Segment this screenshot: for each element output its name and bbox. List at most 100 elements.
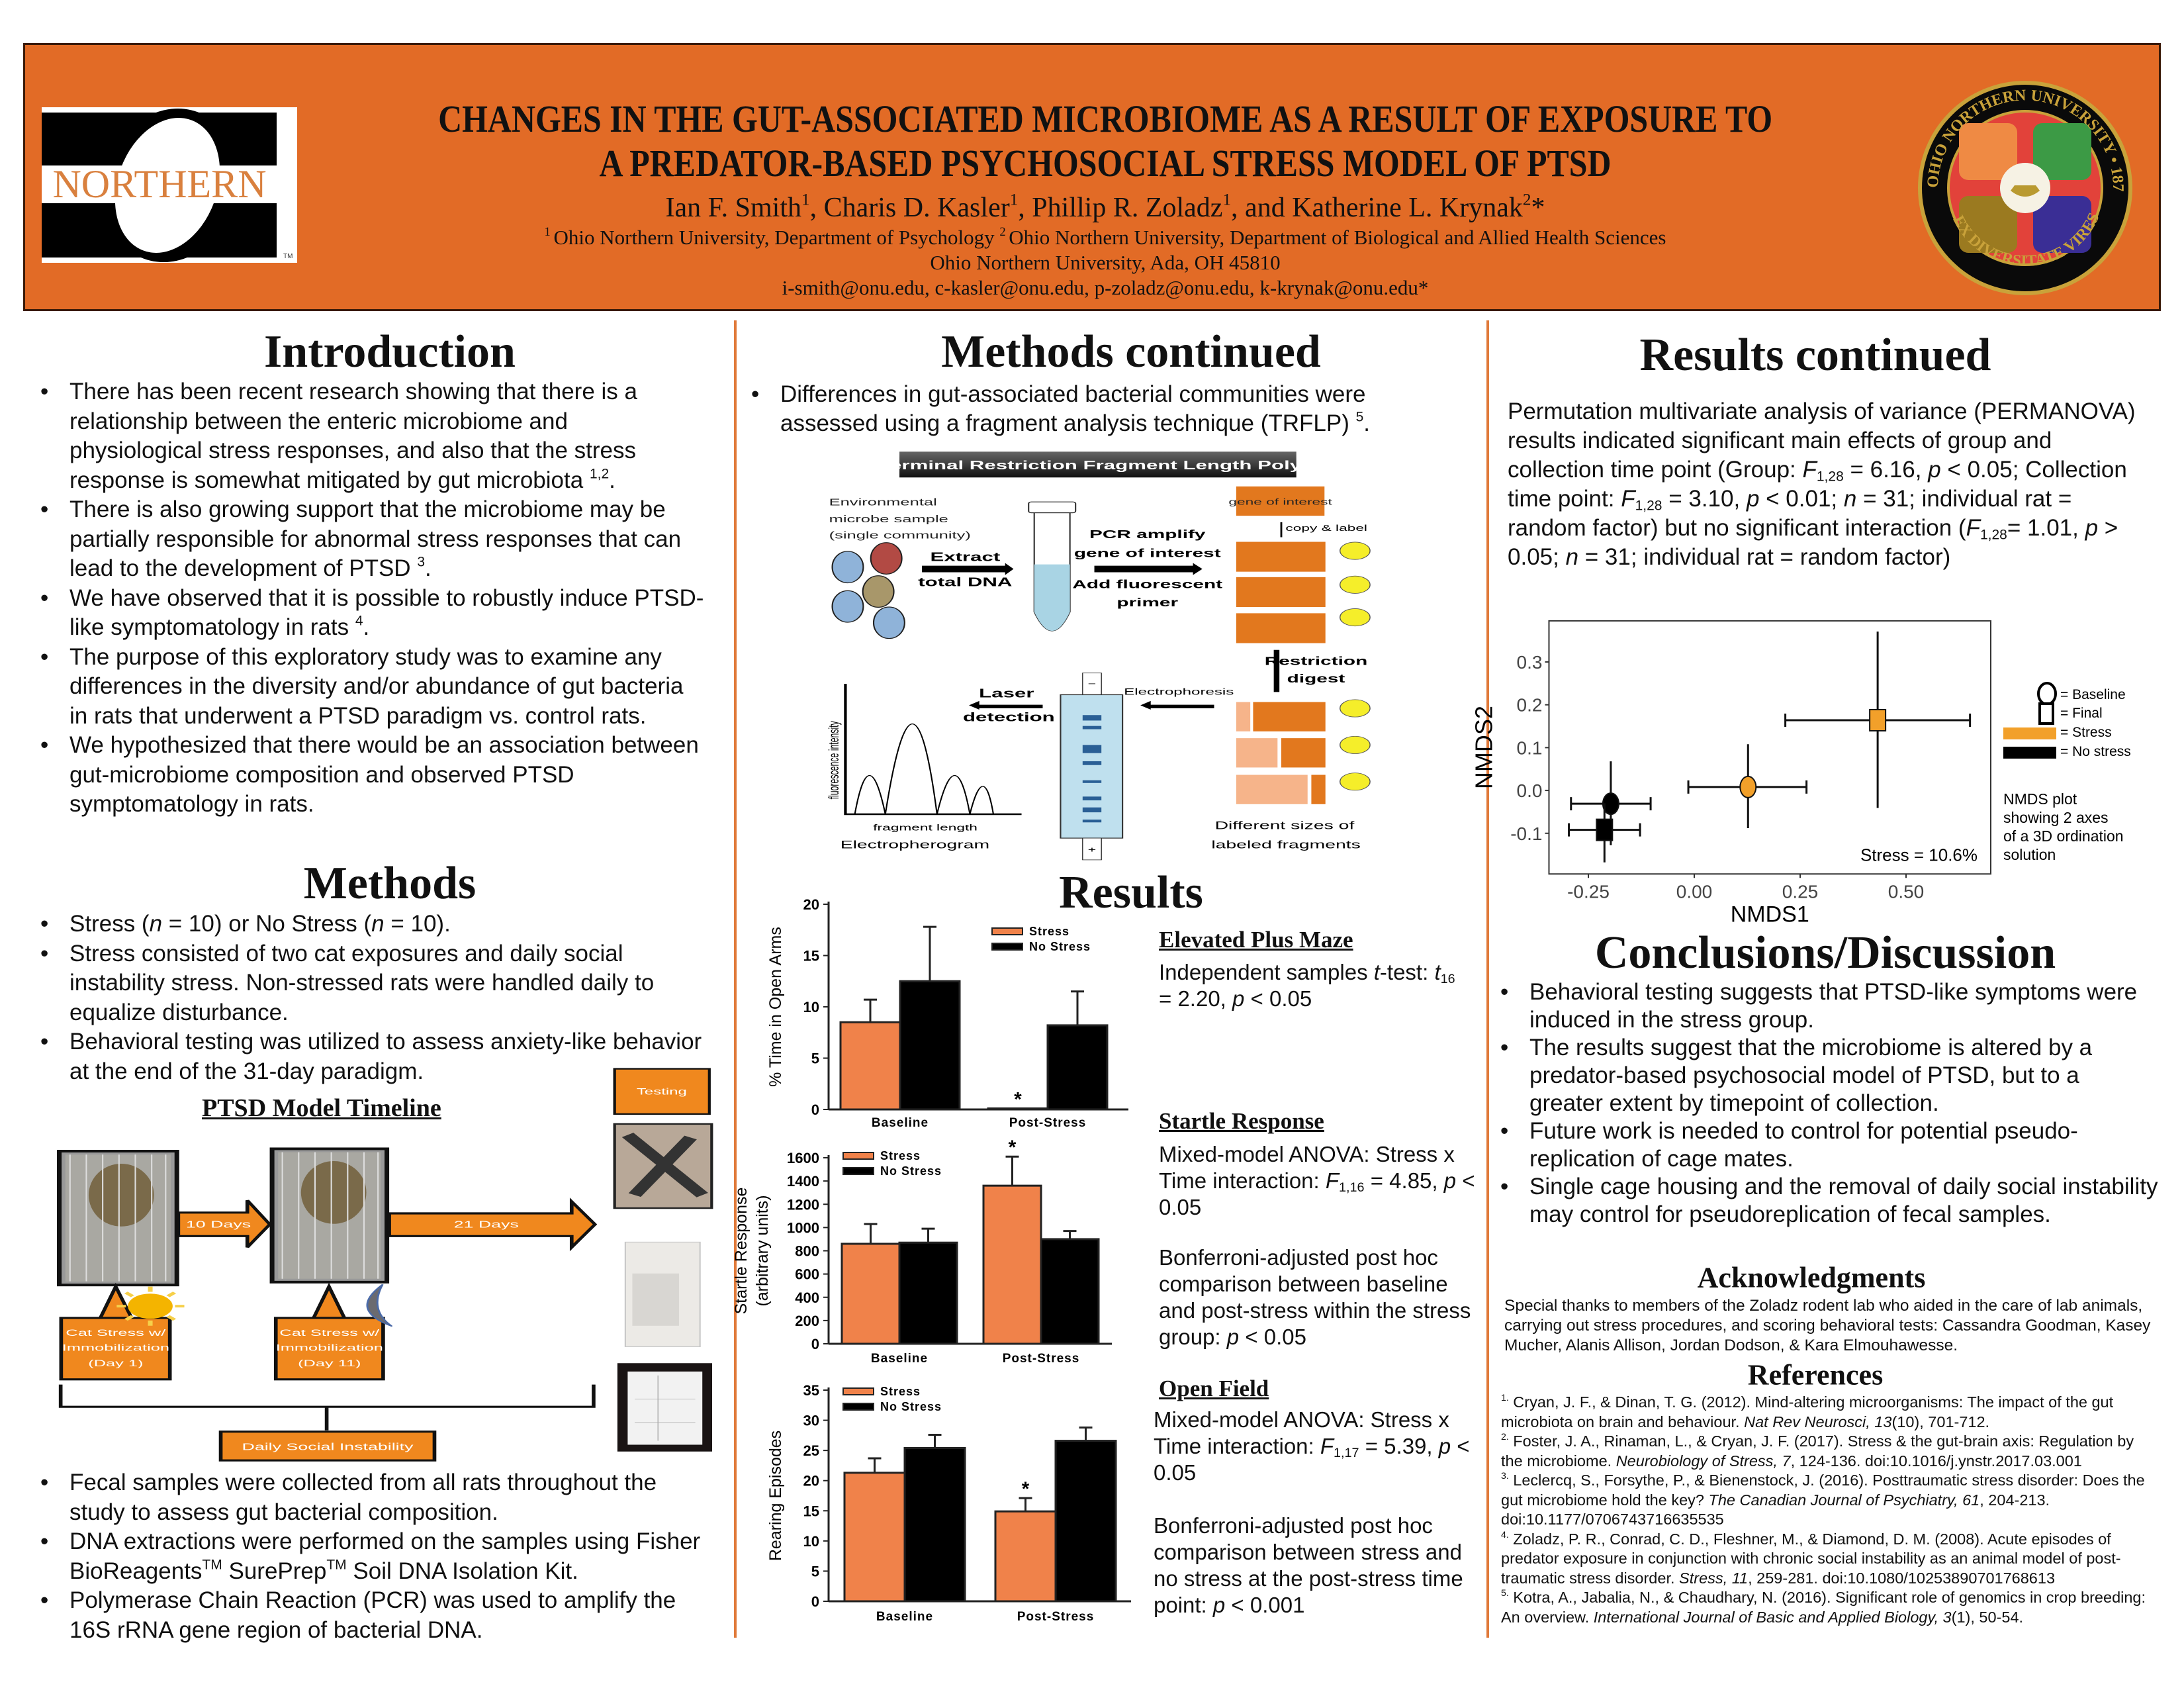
svg-text:Restriction: Restriction bbox=[1265, 655, 1368, 667]
y-tick-label: 0.2 bbox=[1517, 695, 1543, 716]
bar-no-stress bbox=[1046, 1024, 1109, 1111]
affiliations: 1 Ohio Northern University, Department o… bbox=[25, 226, 2159, 250]
bullet-item: Polymerase Chain Reaction (PCR) was used… bbox=[40, 1586, 705, 1645]
y-axis-label: NMDS2 bbox=[1470, 706, 1497, 789]
text-segment: 2 bbox=[999, 224, 1009, 239]
cat-photo-day11 bbox=[269, 1147, 390, 1284]
digested-fragments bbox=[1236, 702, 1326, 804]
y-tick-label: 30 bbox=[803, 1413, 819, 1429]
text-segment: -test: bbox=[1379, 960, 1435, 984]
event-cat-stress-day1: Cat Stress w/ Immobilization (Day 1) bbox=[59, 1282, 172, 1381]
text-segment: = 10) or No Stress ( bbox=[162, 911, 372, 937]
text-segment: < 0.05; Collection time point: bbox=[1508, 457, 2127, 512]
text-segment: 1 bbox=[544, 224, 554, 239]
svg-text:Add fluorescent: Add fluorescent bbox=[1072, 579, 1222, 591]
bullet-item: Fecal samples were collected from all ra… bbox=[40, 1468, 705, 1527]
y-tick-label: 800 bbox=[795, 1243, 819, 1260]
text-segment: F bbox=[1325, 1168, 1340, 1193]
text-segment: t bbox=[1434, 960, 1441, 984]
text-segment: p bbox=[1746, 486, 1760, 512]
bullet-item: Stress consisted of two cat exposures an… bbox=[40, 939, 705, 1028]
plot-frame bbox=[1548, 620, 1991, 875]
text-segment: 5. bbox=[1501, 1587, 1509, 1599]
poster-title-line1: CHANGES IN THE GUT-ASSOCIATED MICROBIOME… bbox=[25, 97, 2159, 141]
text-segment: Ohio Northern University, Department of … bbox=[553, 226, 1000, 249]
pcr-label: PCR amplify gene of interest Add fluores… bbox=[1072, 528, 1222, 609]
gel-column: − + bbox=[1060, 673, 1124, 861]
svg-text:Cat Stress w/: Cat Stress w/ bbox=[279, 1327, 379, 1338]
x-tick-label: -0.25 bbox=[1567, 881, 1610, 902]
acknowledgments-heading: Acknowledgments bbox=[1697, 1261, 1926, 1294]
legend-label: = Final bbox=[2060, 706, 2103, 721]
text-segment: Foster, J. A., Rinaman, L., & Cryan, J. … bbox=[1501, 1432, 2134, 1470]
legend-label: No Stress bbox=[880, 1164, 942, 1178]
legend-swatch bbox=[842, 1403, 874, 1411]
university-seal: OHIO NORTHERN UNIVERSITY • 1871 EX DIVER… bbox=[1907, 64, 2140, 299]
methods-list-2: Fecal samples were collected from all ra… bbox=[40, 1468, 705, 1645]
text-segment: , Phillip R. Zoladz bbox=[1018, 193, 1223, 223]
y-tick-label: 35 bbox=[803, 1382, 819, 1399]
moon-icon bbox=[366, 1284, 393, 1327]
svg-text:(Day 1): (Day 1) bbox=[88, 1358, 143, 1369]
interval-arrow-10-days: 10 Days bbox=[176, 1199, 272, 1248]
bar-stress bbox=[839, 1021, 901, 1111]
bar-no-stress bbox=[1040, 1238, 1100, 1345]
text-segment: Future work is needed to control for pot… bbox=[1529, 1118, 2078, 1172]
y-tick-label: 1000 bbox=[787, 1219, 819, 1236]
text-segment: n bbox=[1843, 486, 1857, 512]
poster-header: NORTHERN TM CHANGES IN THE GUT-ASSOCIATE… bbox=[23, 43, 2161, 311]
ptsd-timeline-diagram: Testing 10 Days bbox=[57, 1068, 713, 1462]
text-segment: 3 bbox=[417, 554, 425, 570]
nmds-legend: = Baseline= Final= Stress= No stress bbox=[2003, 682, 2131, 759]
text-segment: Soil DNA Isolation Kit. bbox=[346, 1558, 578, 1584]
permanova-text: Permutation multivariate analysis of var… bbox=[1508, 397, 2153, 572]
text-segment: DNA extractions were performed on the sa… bbox=[69, 1528, 701, 1584]
text-segment: p bbox=[1232, 986, 1245, 1011]
bullet-item: Differences in gut-associated bacterial … bbox=[751, 380, 1442, 438]
test-tube-icon bbox=[1028, 501, 1077, 632]
text-segment: n bbox=[1565, 544, 1579, 570]
text-segment: Differences in gut-associated bacterial … bbox=[780, 381, 1366, 436]
column-divider bbox=[734, 320, 737, 1638]
bullet-item: The purpose of this exploratory study wa… bbox=[40, 643, 705, 731]
text-segment: Polymerase Chain Reaction (PCR) was used… bbox=[69, 1587, 676, 1643]
text-segment: Ohio Northern University, Department of … bbox=[1009, 226, 1666, 249]
address: Ohio Northern University, Ada, OH 45810 bbox=[930, 251, 1281, 274]
legend-label: = Stress bbox=[2060, 725, 2112, 740]
text-segment: International Journal of Basic and Appli… bbox=[1593, 1608, 1952, 1626]
reference-item: 5. Kotra, A., Jabalia, N., & Chaudhary, … bbox=[1501, 1588, 2156, 1627]
text-segment: (1), 50-54. bbox=[1951, 1608, 2024, 1626]
event-cat-stress-day11: Cat Stress w/ Immobilization (Day 11) bbox=[273, 1282, 385, 1381]
gene-of-interest-box: gene of interest bbox=[1228, 486, 1333, 516]
bullet-item: We hypothesized that there would be an a… bbox=[40, 731, 705, 820]
svg-text:Environmental: Environmental bbox=[829, 497, 937, 508]
text-segment: Leclercq, S., Forsythe, P., & Bienenstoc… bbox=[1501, 1472, 2145, 1509]
nmds-note: showing 2 axes bbox=[2003, 809, 2109, 826]
text-segment: , Charis D. Kasler bbox=[809, 193, 1010, 223]
y-tick-label: 0 bbox=[811, 1336, 819, 1352]
svg-text:Daily Social Instability: Daily Social Instability bbox=[242, 1441, 414, 1452]
text-segment: 1 bbox=[1222, 191, 1232, 209]
y-tick-label: -0.1 bbox=[1510, 823, 1542, 844]
text-segment: = 3.10, bbox=[1662, 486, 1747, 512]
bullet-item: Behavioral testing was utilized to asses… bbox=[40, 1027, 705, 1086]
elevated-plus-maze-photo bbox=[613, 1123, 713, 1209]
sun-icon bbox=[116, 1286, 185, 1326]
y-tick-label: 5 bbox=[811, 1051, 819, 1067]
methods-continued-heading: Methods continued bbox=[941, 326, 1321, 377]
significance-marker: * bbox=[1014, 1088, 1022, 1110]
svg-text:Electropherogram: Electropherogram bbox=[841, 838, 990, 850]
epm-stats: Independent samples t-test: t16 = 2.20, … bbox=[1159, 959, 1463, 1012]
text-segment: t bbox=[1373, 960, 1380, 984]
openfield-heading: Open Field bbox=[1159, 1376, 1269, 1401]
pcr-arrow bbox=[1094, 563, 1203, 575]
y-axis-label: % Time in Open Arms bbox=[766, 927, 785, 1087]
electrophoresis-label: Electrophoresis bbox=[1124, 686, 1234, 697]
svg-text:+: + bbox=[1088, 845, 1096, 854]
nmds-note: NMDS plot bbox=[2003, 790, 2077, 808]
y-tick-label: 0.3 bbox=[1517, 652, 1543, 673]
text-segment: 2 bbox=[1522, 191, 1531, 209]
